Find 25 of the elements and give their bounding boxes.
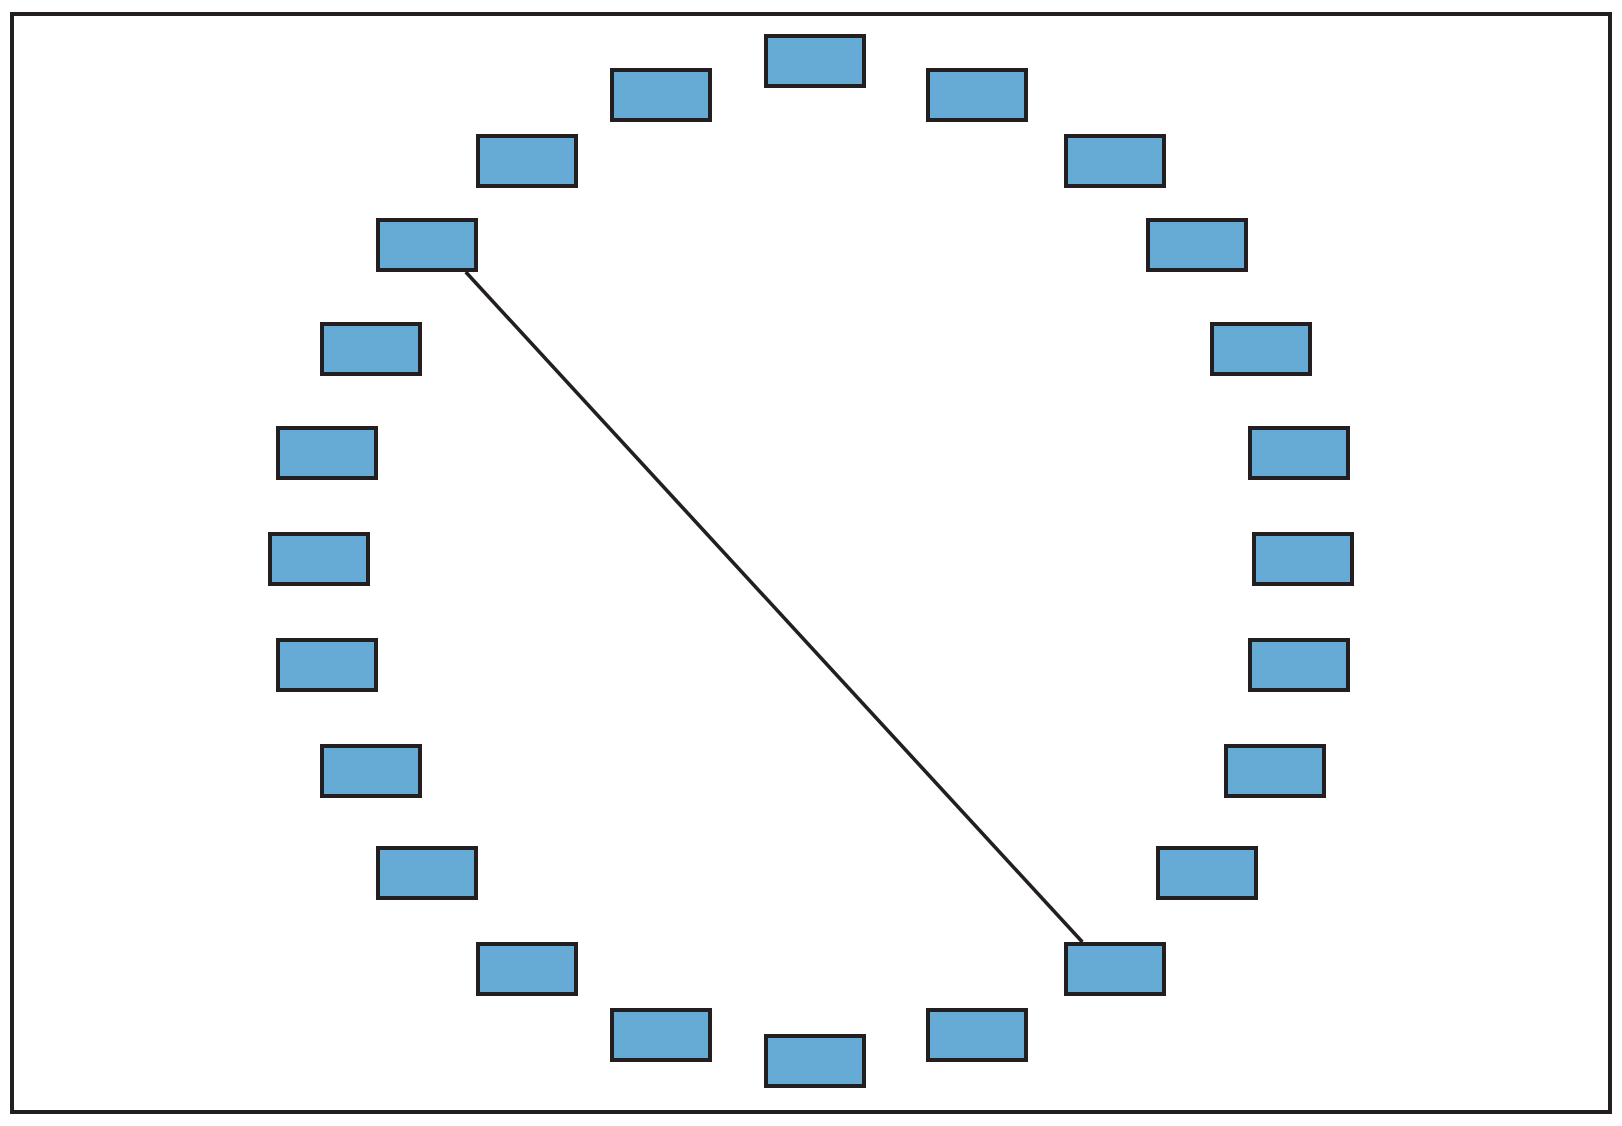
node-box xyxy=(1064,134,1166,188)
node-box xyxy=(1248,638,1350,692)
node-box xyxy=(376,846,478,900)
node-box xyxy=(1252,532,1354,586)
node-box xyxy=(376,218,478,272)
node-box xyxy=(764,1034,866,1088)
connector-line xyxy=(464,270,1084,944)
node-box xyxy=(764,34,866,88)
node-box xyxy=(1248,426,1350,480)
node-box xyxy=(320,322,422,376)
node-box xyxy=(1210,322,1312,376)
node-box xyxy=(1146,218,1248,272)
node-box xyxy=(926,1008,1028,1062)
node-box xyxy=(276,426,378,480)
node-box xyxy=(268,532,370,586)
node-box xyxy=(276,638,378,692)
node-box xyxy=(610,68,712,122)
node-box xyxy=(1156,846,1258,900)
node-box xyxy=(476,942,578,996)
node-box xyxy=(610,1008,712,1062)
node-box xyxy=(1224,744,1326,798)
node-box xyxy=(1064,942,1166,996)
node-box xyxy=(926,68,1028,122)
node-box xyxy=(320,744,422,798)
node-box xyxy=(476,134,578,188)
